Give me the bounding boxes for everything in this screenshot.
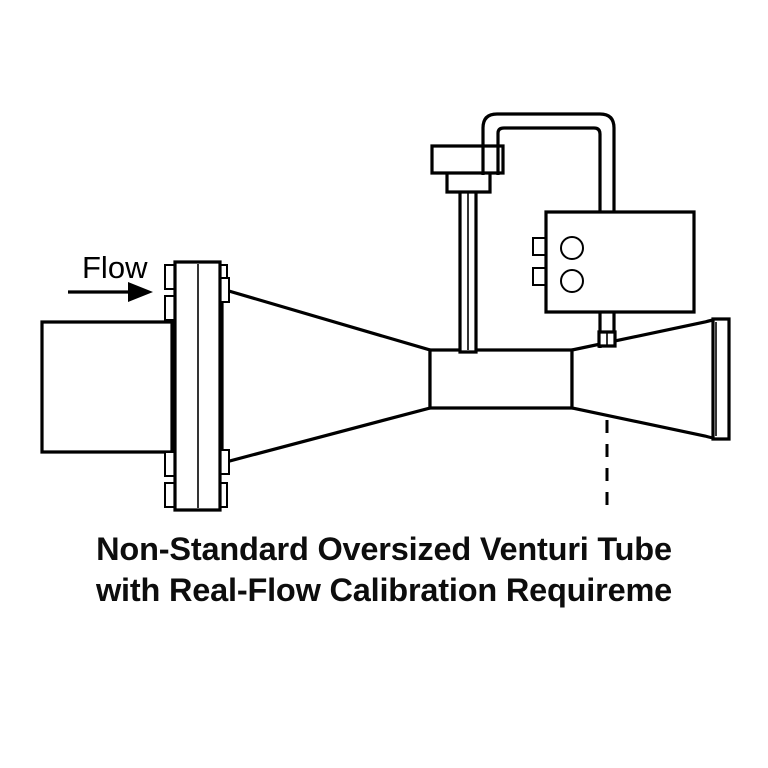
downstream-pressure-tap [597,330,617,348]
figure-caption-line-1: Non-Standard Oversized Venturi Tube [96,531,672,567]
figure-caption-line-2: with Real-Flow Calibration Requireme [95,572,673,608]
converging-cone [220,286,432,466]
outlet-flange [711,317,731,441]
throat-section [428,348,574,410]
inlet-pipe [40,320,174,454]
upstream-pressure-tap [430,144,505,354]
transmitter-port-upper [560,236,584,260]
inlet-flange [164,260,230,512]
diverging-cone [570,318,716,440]
transmitter-port-lower [560,269,584,293]
flow-label: Flow [82,250,148,285]
flow-indicator: Flow [68,250,153,302]
flow-arrow-icon [68,282,153,302]
differential-pressure-transmitter [532,210,696,314]
